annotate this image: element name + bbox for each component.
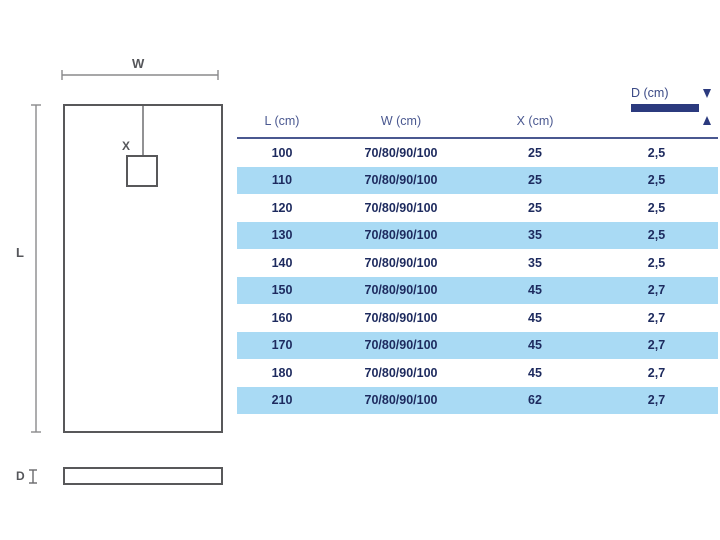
cell-w: 70/80/90/100: [364, 145, 438, 160]
table-row: 170 70/80/90/100 45 2,7: [237, 331, 718, 359]
cell-l: 110: [237, 166, 327, 194]
cell-d: 2,7: [647, 365, 666, 380]
cell-l: 160: [271, 310, 293, 325]
cell-x: 25: [528, 145, 542, 160]
table-row: 100 70/80/90/100 25 2,5: [237, 138, 718, 167]
cell-l: 120: [271, 200, 293, 215]
depth-label: D: [16, 469, 26, 483]
cell-x: 25: [475, 166, 595, 194]
cell-x: 45: [475, 331, 595, 359]
cell-d: 2,5: [647, 145, 666, 160]
cell-w: 70/80/90/100: [327, 221, 475, 249]
cell-l: 210: [237, 386, 327, 414]
table-row: 110 70/80/90/100 25 2,5: [237, 166, 718, 194]
column-header-w: W (cm): [327, 114, 475, 139]
column-header-x: X (cm): [475, 114, 595, 139]
tray-side-profile-icon: [63, 467, 223, 485]
cell-d: 2,5: [647, 255, 666, 270]
drawing-canvas: [29, 70, 223, 485]
drain-offset-label: X: [122, 139, 131, 153]
cell-l: 180: [271, 365, 293, 380]
depth-bar-graphic: [631, 104, 699, 112]
cell-d: 2,5: [647, 200, 666, 215]
depth-dimension-marker-icon: [29, 469, 37, 484]
cell-d: 2,7: [647, 310, 666, 325]
column-header-d-spacer: [595, 114, 718, 139]
cell-d: 2,7: [595, 386, 718, 414]
cell-w: 70/80/90/100: [327, 386, 475, 414]
cell-d: 2,5: [595, 221, 718, 249]
cell-w: 70/80/90/100: [364, 200, 438, 215]
cell-x: 35: [475, 221, 595, 249]
table-row: 160 70/80/90/100 45 2,7: [237, 304, 718, 332]
arrow-down-icon: [703, 89, 711, 98]
table-row: 130 70/80/90/100 35 2,5: [237, 221, 718, 249]
depth-column-label: D (cm): [631, 86, 669, 100]
cell-x: 45: [528, 365, 542, 380]
cell-w: 70/80/90/100: [364, 310, 438, 325]
cell-w: 70/80/90/100: [327, 331, 475, 359]
cell-d: 2,7: [595, 276, 718, 304]
dimensions-table: L (cm) W (cm) X (cm) 100 70/80/90/100 25…: [237, 114, 718, 414]
cell-x: 62: [475, 386, 595, 414]
cell-l: 150: [237, 276, 327, 304]
table-row: 140 70/80/90/100 35 2,5: [237, 249, 718, 277]
cell-w: 70/80/90/100: [327, 276, 475, 304]
table-row: 210 70/80/90/100 62 2,7: [237, 386, 718, 414]
cell-x: 45: [528, 310, 542, 325]
cell-l: 100: [271, 145, 293, 160]
cell-l: 130: [237, 221, 327, 249]
cell-w: 70/80/90/100: [364, 365, 438, 380]
cell-w: 70/80/90/100: [364, 255, 438, 270]
table-header-row: L (cm) W (cm) X (cm): [237, 114, 718, 139]
width-dimension-line: [61, 70, 219, 80]
width-label: W: [132, 56, 145, 71]
length-label: L: [16, 245, 25, 260]
cell-d: 2,7: [595, 331, 718, 359]
table-body: 100 70/80/90/100 25 2,5 110 70/80/90/100…: [237, 138, 718, 414]
cell-x: 45: [475, 276, 595, 304]
column-header-l: L (cm): [237, 114, 327, 139]
cell-x: 25: [528, 200, 542, 215]
table-row: 120 70/80/90/100 25 2,5: [237, 194, 718, 222]
cell-l: 140: [271, 255, 293, 270]
drain-square-icon: [126, 155, 158, 187]
table-row: 150 70/80/90/100 45 2,7: [237, 276, 718, 304]
cell-w: 70/80/90/100: [327, 166, 475, 194]
technical-drawing: W L X D: [0, 0, 236, 540]
table-row: 180 70/80/90/100 45 2,7: [237, 359, 718, 387]
cell-x: 35: [528, 255, 542, 270]
cell-d: 2,5: [595, 166, 718, 194]
length-dimension-line: [31, 104, 41, 433]
cell-l: 170: [237, 331, 327, 359]
